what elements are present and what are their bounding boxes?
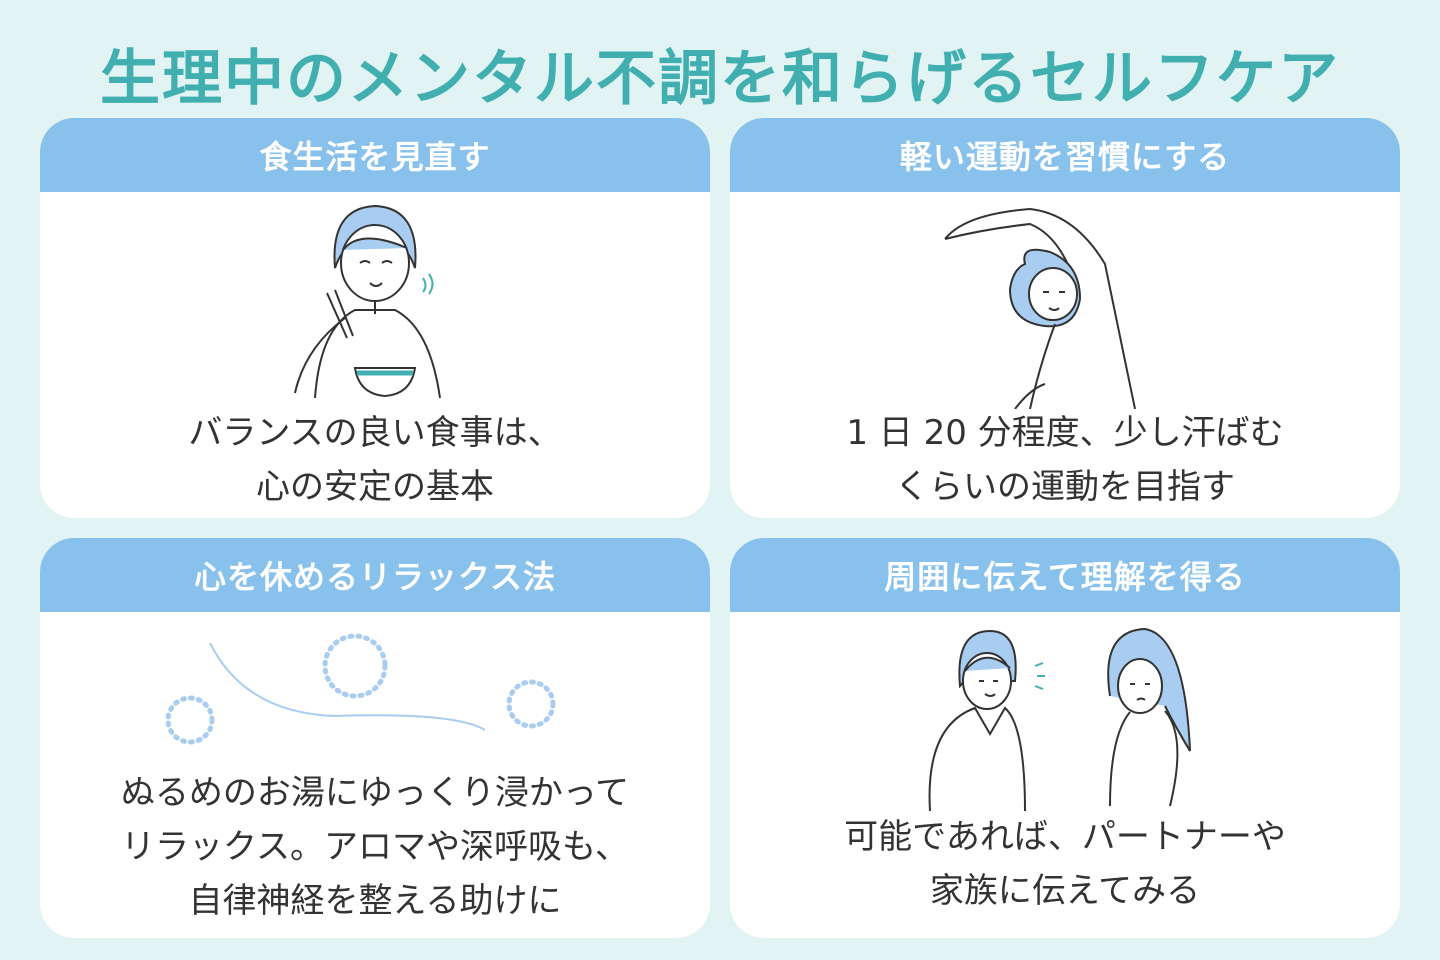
card-communicate: 周囲に伝えて理解を得る 可能であれば、パートナーや 家族に伝えてみる: [730, 538, 1400, 938]
bubbles-illustration: [40, 628, 710, 748]
page-title: 生理中のメンタル不調を和らげるセルフケア: [100, 44, 1340, 114]
card-text-line: くらいの運動を目指す: [895, 467, 1235, 507]
card-exercise: 軽い運動を習慣にする 1 日 20 分程度、少し汗ばむ くらいの運動を目指す: [730, 118, 1400, 518]
card-relax: 心を休めるリラックス法 ぬるめのお湯にゆっくり浸かって リラックス。アロマや深呼…: [40, 538, 710, 938]
card-text-line: 家族に伝えてみる: [929, 871, 1201, 911]
card-heading: 心を休めるリラックス法: [40, 538, 710, 612]
card-heading: 軽い運動を習慣にする: [730, 118, 1400, 192]
card-diet: 食生活を見直す バランスの良い食事は、 心の安定の基本: [40, 118, 710, 518]
card-heading: 周囲に伝えて理解を得る: [730, 538, 1400, 612]
two-women-illustration: [730, 626, 1400, 811]
card-text-line: 心の安定の基本: [256, 467, 494, 507]
card-text-line: リラックス。アロマや深呼吸も、: [121, 827, 629, 867]
card-heading: 食生活を見直す: [40, 118, 710, 192]
card-text-line: バランスの良い食事は、: [188, 413, 562, 453]
card-text-line: 自律神経を整える助けに: [188, 881, 562, 921]
card-text-line: ぬるめのお湯にゆっくり浸かって: [120, 773, 630, 813]
card-text-line: 可能であれば、パートナーや: [844, 817, 1286, 857]
stretching-woman-illustration: [730, 204, 1400, 409]
card-text-line: 1 日 20 分程度、少し汗ばむ: [846, 413, 1284, 453]
eating-woman-illustration: [40, 198, 710, 403]
